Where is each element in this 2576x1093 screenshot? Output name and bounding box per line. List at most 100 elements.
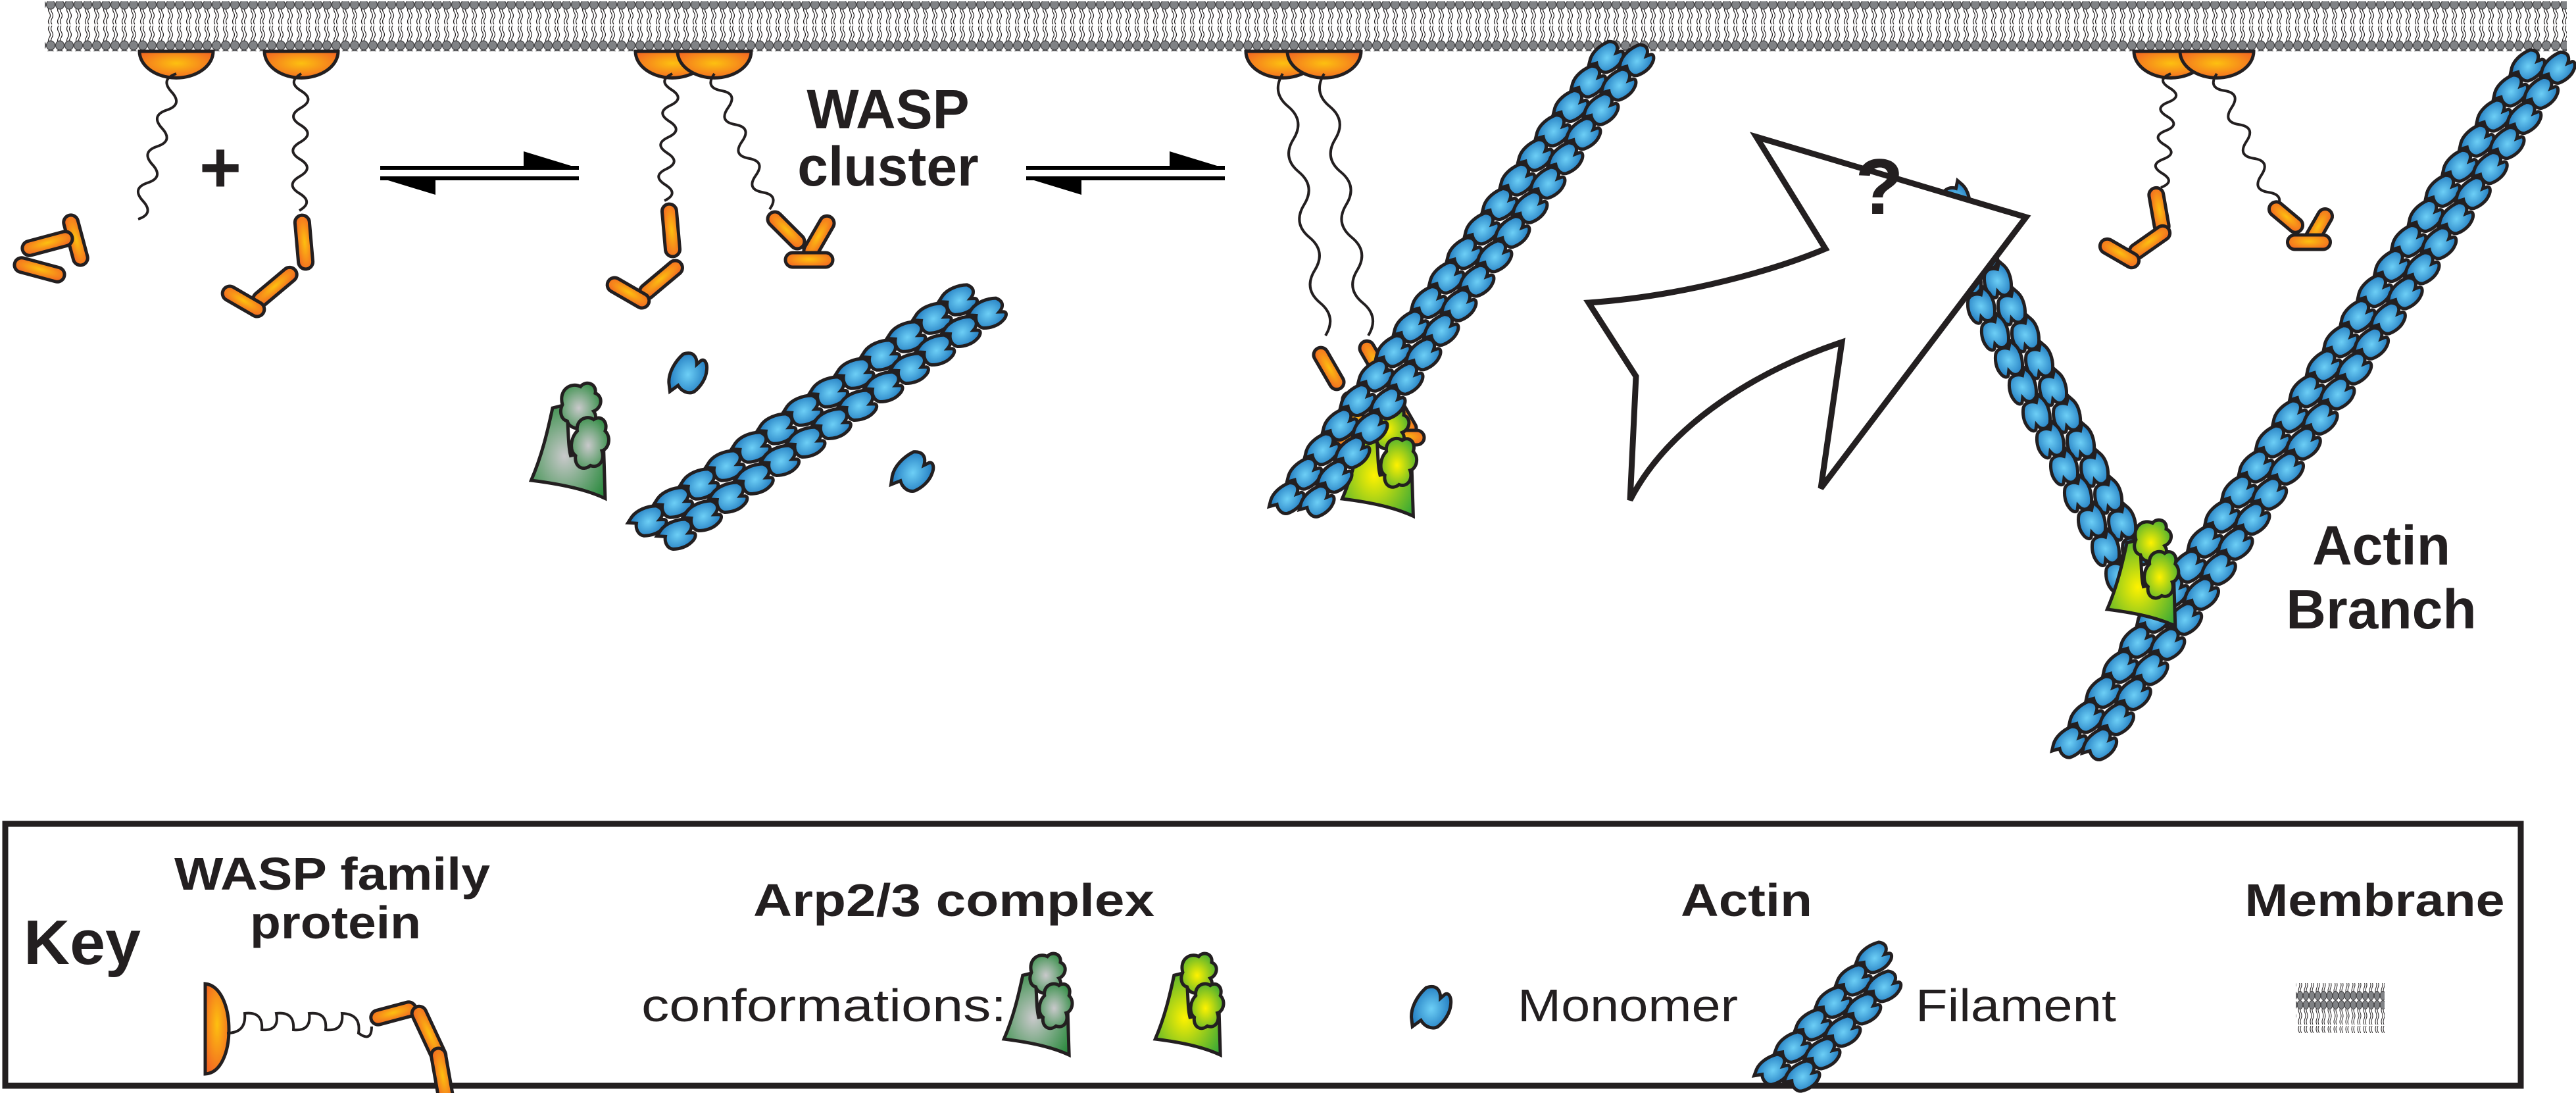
- key-arp23-heading: Arp2/3 complex: [753, 875, 1154, 926]
- membrane: [45, 1, 2567, 51]
- arp-subunit-3: [570, 416, 610, 470]
- arp-subunit-3: [2143, 549, 2181, 600]
- key-arp23-conformations-label: conformations:: [641, 980, 1006, 1031]
- actin-subunit: [666, 349, 710, 399]
- wasp-protein-2: [220, 49, 340, 318]
- actin-subunit: [1408, 983, 1454, 1035]
- wasp-domain: [20, 230, 74, 257]
- wasp-domain-rod: [1312, 345, 1346, 392]
- key-legend: Key WASP family protein Arp2/3 complex c…: [2, 821, 2524, 1093]
- arp23-complex-inactive: [528, 381, 610, 501]
- wasp-linker: [709, 72, 775, 211]
- uncertain-transition-arrow: [1583, 132, 2031, 502]
- actin-subunit: [887, 446, 939, 500]
- wasp-linker: [291, 72, 310, 212]
- wasp-domain-rod: [369, 1000, 418, 1027]
- key-actin-heading: Actin: [1681, 875, 1812, 926]
- key-wasp-icon: [203, 982, 455, 1093]
- equilibrium-arrow-1: [380, 151, 579, 195]
- arp-subunit-3: [1189, 982, 1226, 1030]
- wasp-domain: [220, 284, 266, 318]
- arp-body: [1152, 970, 1222, 1058]
- wasp-domain: [369, 1000, 418, 1027]
- wasp-membrane-domain: [676, 49, 753, 80]
- wasp-protein-1: [12, 49, 215, 284]
- wasp-domain-rod: [783, 251, 835, 269]
- wasp-domain-rod: [430, 1046, 455, 1093]
- key-actin-filament-icon: [1752, 936, 1906, 1093]
- wasp-domain-rod: [293, 213, 315, 271]
- wasp-domain: [12, 256, 66, 284]
- wasp-linker: [2212, 72, 2281, 211]
- wasp-linker: [136, 72, 178, 220]
- wasp-membrane-domain: [2178, 49, 2256, 80]
- lipid-bilayer: [45, 1, 2567, 51]
- wasp-protein-released-1: [2098, 49, 2210, 270]
- wasp-domain-rod: [2286, 233, 2332, 251]
- question-mark: ?: [1855, 143, 1903, 231]
- stage-actin-branch: [1920, 45, 2576, 767]
- wasp-membrane-domain: [137, 49, 215, 80]
- wasp-domain: [660, 202, 682, 259]
- wasp-domain: [430, 1046, 455, 1093]
- wasp-domain-rod: [766, 210, 806, 251]
- wasp-domain: [293, 213, 315, 271]
- actin-branch-label-line2: Branch: [2286, 578, 2476, 640]
- stage-wasp-arp23-filament: [1244, 36, 1658, 524]
- key-actin-filament-label: Filament: [1916, 980, 2116, 1031]
- wasp-cluster-label-line2: cluster: [797, 136, 978, 197]
- actin-branch-label-line1: Actin: [2312, 515, 2450, 576]
- wasp-cluster-label-line1: WASP: [806, 78, 969, 140]
- wasp-domain-rod: [20, 230, 74, 257]
- wasp-domain: [605, 276, 651, 310]
- key-arp23-inactive-icon: [1001, 952, 1074, 1058]
- wasp-linker: [1276, 72, 1332, 337]
- wasp-domain: [2286, 233, 2332, 251]
- wasp-membrane-domain: [1285, 49, 1363, 80]
- arp-body: [2104, 538, 2177, 629]
- stage-wasp-cluster: [528, 49, 1011, 557]
- key-border: [2, 821, 2524, 1089]
- key-membrane-icon: [2296, 983, 2385, 1033]
- wasp-domain-rod: [605, 276, 651, 310]
- actin-filament-mother: [1266, 36, 1658, 524]
- stage-free-wasp: [12, 49, 340, 318]
- wasp-protein-cluster-2: [676, 49, 836, 269]
- wasp-linker: [226, 1011, 373, 1038]
- arp23-complex-branch-point: [2104, 518, 2181, 629]
- arp-body: [1001, 970, 1071, 1058]
- wasp-linker: [657, 72, 680, 202]
- wasp-domain: [766, 210, 806, 251]
- key-wasp-heading-line2: protein: [250, 897, 421, 948]
- wasp-domain-rod: [220, 284, 266, 318]
- wasp-protein-released-2: [2178, 49, 2334, 251]
- equilibrium-arrow-2: [1026, 151, 1225, 195]
- arp-subunit-3: [1037, 982, 1074, 1030]
- wasp-membrane-domain: [203, 982, 231, 1076]
- key-actin-monomer-icon: [1408, 983, 1454, 1035]
- key-title: Key: [24, 907, 141, 978]
- wasp-domain: [1312, 345, 1346, 392]
- wasp-domain: [2267, 200, 2305, 234]
- wasp-domain-rod: [2267, 200, 2305, 234]
- actin-filament-free: [626, 278, 1010, 557]
- wasp-membrane-domain: [262, 49, 340, 80]
- wasp-domain-rod: [2098, 237, 2141, 270]
- key-wasp-heading-line1: WASP family: [174, 848, 490, 900]
- wasp-domain-rod: [660, 202, 682, 259]
- actin-monomer-free-2: [887, 446, 939, 500]
- wasp-linker: [1318, 72, 1375, 337]
- actin-monomer-free-1: [666, 349, 710, 399]
- wasp-protein-cluster-1: [605, 49, 711, 310]
- arp-subunit-3: [1379, 436, 1419, 489]
- wasp-domain: [783, 251, 835, 269]
- wasp-domain: [2098, 237, 2141, 270]
- plus-sign: +: [199, 127, 241, 208]
- wasp-domain-rod: [12, 256, 66, 284]
- key-membrane-heading: Membrane: [2245, 875, 2505, 926]
- arp-body: [528, 402, 607, 501]
- actin-filament-mother-branch: [2049, 45, 2576, 767]
- key-actin-monomer-label: Monomer: [1518, 980, 1738, 1031]
- wasp-linker: [2154, 72, 2178, 189]
